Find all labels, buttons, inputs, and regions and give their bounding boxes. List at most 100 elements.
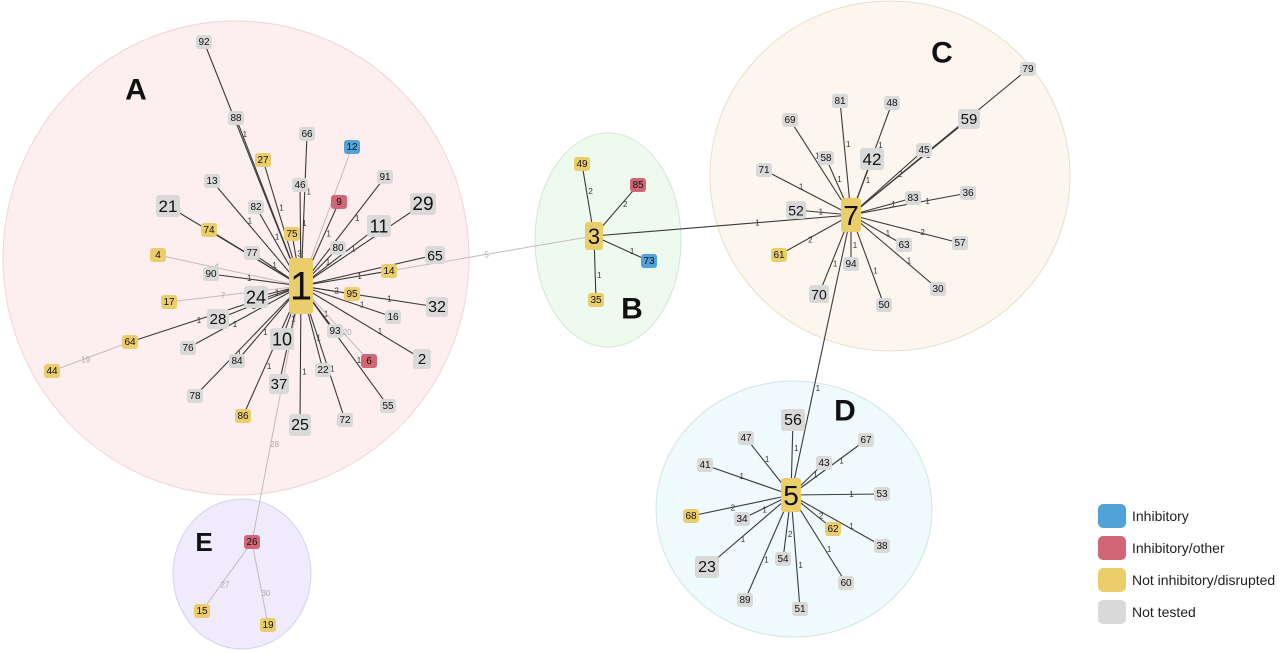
node-25[interactable]: 25 (289, 414, 311, 436)
node-60[interactable]: 60 (838, 576, 854, 590)
node-32[interactable]: 32 (426, 297, 448, 317)
node-46[interactable]: 46 (292, 178, 308, 192)
node-84[interactable]: 84 (229, 354, 245, 368)
node-85[interactable]: 85 (630, 178, 646, 192)
node-29[interactable]: 29 (410, 193, 436, 215)
edge-7-81 (839, 100, 852, 216)
node-81[interactable]: 81 (832, 94, 848, 108)
node-48[interactable]: 48 (884, 96, 900, 110)
node-2[interactable]: 2 (413, 349, 431, 369)
node-88[interactable]: 88 (228, 111, 244, 125)
node-55[interactable]: 55 (380, 399, 396, 413)
node-13[interactable]: 13 (204, 174, 220, 188)
node-95[interactable]: 95 (344, 287, 360, 301)
node-24[interactable]: 24 (244, 286, 268, 308)
node-56[interactable]: 56 (781, 409, 805, 431)
node-34[interactable]: 34 (734, 512, 750, 526)
node-63[interactable]: 63 (896, 238, 912, 252)
node-23[interactable]: 23 (695, 556, 719, 578)
node-67[interactable]: 67 (858, 433, 874, 447)
node-12[interactable]: 12 (344, 140, 360, 154)
node-58[interactable]: 58 (818, 151, 834, 165)
node-76[interactable]: 76 (180, 341, 196, 355)
node-62[interactable]: 62 (825, 522, 841, 536)
node-10[interactable]: 10 (270, 328, 294, 350)
node-38[interactable]: 38 (874, 539, 890, 553)
edge-1-17 (168, 285, 302, 303)
node-42[interactable]: 42 (860, 148, 884, 170)
node-9[interactable]: 9 (331, 195, 347, 209)
node-72[interactable]: 72 (337, 413, 353, 427)
node-35[interactable]: 35 (588, 293, 604, 307)
node-54[interactable]: 54 (775, 552, 791, 566)
node-89[interactable]: 89 (737, 593, 753, 607)
edge-weight-label: 1 (839, 456, 844, 465)
node-box (255, 153, 271, 167)
node-7[interactable]: 7 (841, 198, 861, 232)
node-28[interactable]: 28 (207, 309, 229, 329)
node-box (952, 236, 968, 250)
node-94[interactable]: 94 (843, 257, 859, 271)
node-69[interactable]: 69 (782, 113, 798, 127)
node-49[interactable]: 49 (574, 157, 590, 171)
node-65[interactable]: 65 (425, 246, 445, 264)
node-57[interactable]: 57 (952, 236, 968, 250)
node-77[interactable]: 77 (244, 246, 260, 260)
node-78[interactable]: 78 (187, 389, 203, 403)
node-3[interactable]: 3 (585, 222, 603, 250)
node-box (697, 458, 713, 472)
node-80[interactable]: 80 (330, 241, 346, 255)
node-75[interactable]: 75 (284, 227, 300, 241)
edge-weight-label: 1 (351, 244, 356, 253)
node-52[interactable]: 52 (786, 201, 806, 219)
node-92[interactable]: 92 (196, 35, 212, 49)
node-box (331, 195, 347, 209)
node-70[interactable]: 70 (809, 285, 829, 303)
node-45[interactable]: 45 (916, 143, 932, 157)
node-91[interactable]: 91 (377, 170, 393, 184)
node-11[interactable]: 11 (367, 215, 391, 237)
node-50[interactable]: 50 (876, 298, 892, 312)
node-16[interactable]: 16 (385, 310, 401, 324)
node-59[interactable]: 59 (958, 109, 980, 129)
node-37[interactable]: 37 (269, 374, 289, 394)
node-6[interactable]: 6 (361, 354, 377, 368)
node-41[interactable]: 41 (697, 458, 713, 472)
node-71[interactable]: 71 (756, 163, 772, 177)
node-51[interactable]: 51 (792, 602, 808, 616)
node-label: 17 (163, 297, 175, 308)
edge-weight-label: 1 (387, 295, 392, 304)
node-36[interactable]: 36 (960, 186, 976, 200)
node-27[interactable]: 27 (255, 153, 271, 167)
node-label: 34 (736, 514, 748, 525)
node-14[interactable]: 14 (381, 264, 397, 278)
node-53[interactable]: 53 (874, 487, 890, 501)
node-4[interactable]: 4 (150, 248, 166, 262)
node-74[interactable]: 74 (201, 223, 217, 237)
edge-5-51 (790, 494, 801, 610)
node-86[interactable]: 86 (235, 409, 251, 423)
node-44[interactable]: 44 (44, 364, 60, 378)
node-64[interactable]: 64 (122, 335, 138, 349)
node-66[interactable]: 66 (299, 127, 315, 141)
node-15[interactable]: 15 (194, 604, 210, 618)
node-73[interactable]: 73 (641, 254, 657, 268)
node-68[interactable]: 68 (683, 509, 699, 523)
node-82[interactable]: 82 (248, 200, 264, 214)
node-1[interactable]: 1 (289, 258, 313, 314)
node-22[interactable]: 22 (315, 363, 331, 377)
node-43[interactable]: 43 (816, 456, 832, 470)
node-93[interactable]: 93 (327, 324, 343, 338)
node-79[interactable]: 79 (1020, 62, 1036, 76)
edge-5-53 (790, 493, 883, 496)
node-47[interactable]: 47 (738, 431, 754, 445)
node-61[interactable]: 61 (771, 248, 787, 262)
node-5[interactable]: 5 (781, 478, 801, 512)
node-30[interactable]: 30 (930, 282, 946, 296)
node-17[interactable]: 17 (161, 295, 177, 309)
node-83[interactable]: 83 (905, 191, 921, 205)
node-19[interactable]: 19 (260, 618, 276, 632)
node-26[interactable]: 26 (244, 535, 260, 549)
node-90[interactable]: 90 (203, 267, 219, 281)
node-21[interactable]: 21 (156, 195, 180, 217)
